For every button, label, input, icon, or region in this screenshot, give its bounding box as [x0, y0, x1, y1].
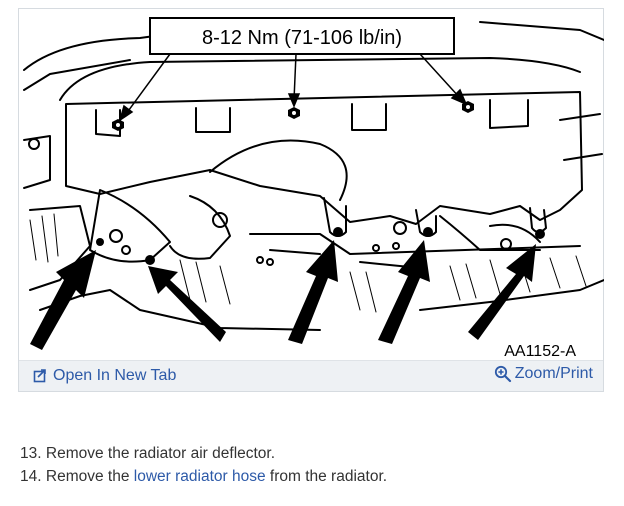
- step-13: 13. Remove the radiator air deflector.: [20, 442, 610, 465]
- procedure-steps: 13. Remove the radiator air deflector. 1…: [20, 442, 610, 488]
- lower-radiator-hose-link[interactable]: lower radiator hose: [133, 468, 266, 485]
- step-text: Remove the radiator air deflector.: [45, 445, 276, 462]
- step-text-post: from the radiator.: [265, 468, 388, 485]
- zoom-print-link[interactable]: Zoom/Print: [494, 365, 593, 383]
- open-in-new-tab-label: Open In New Tab: [53, 367, 177, 384]
- zoom-icon: [494, 365, 511, 383]
- step-number: 13.: [20, 445, 42, 462]
- step-text-pre: Remove the: [45, 468, 134, 485]
- open-in-new-tab-link[interactable]: Open In New Tab: [33, 367, 176, 385]
- figure-toolbar: Open In New Tab Zoom/Print: [19, 360, 603, 391]
- torque-callout: 8-12 Nm (71-106 lb/in): [202, 27, 402, 49]
- step-number: 14.: [20, 468, 42, 485]
- zoom-print-label: Zoom/Print: [514, 365, 593, 382]
- figure-card: 8-12 Nm (71-106 lb/in) AA1152-A Open In …: [18, 8, 604, 392]
- figure-id: AA1152-A: [504, 343, 576, 360]
- exhaust-manifold-diagram[interactable]: 8-12 Nm (71-106 lb/in) AA1152-A: [20, 10, 604, 362]
- external-link-icon: [33, 369, 46, 383]
- step-14: 14. Remove the lower radiator hose from …: [20, 465, 610, 488]
